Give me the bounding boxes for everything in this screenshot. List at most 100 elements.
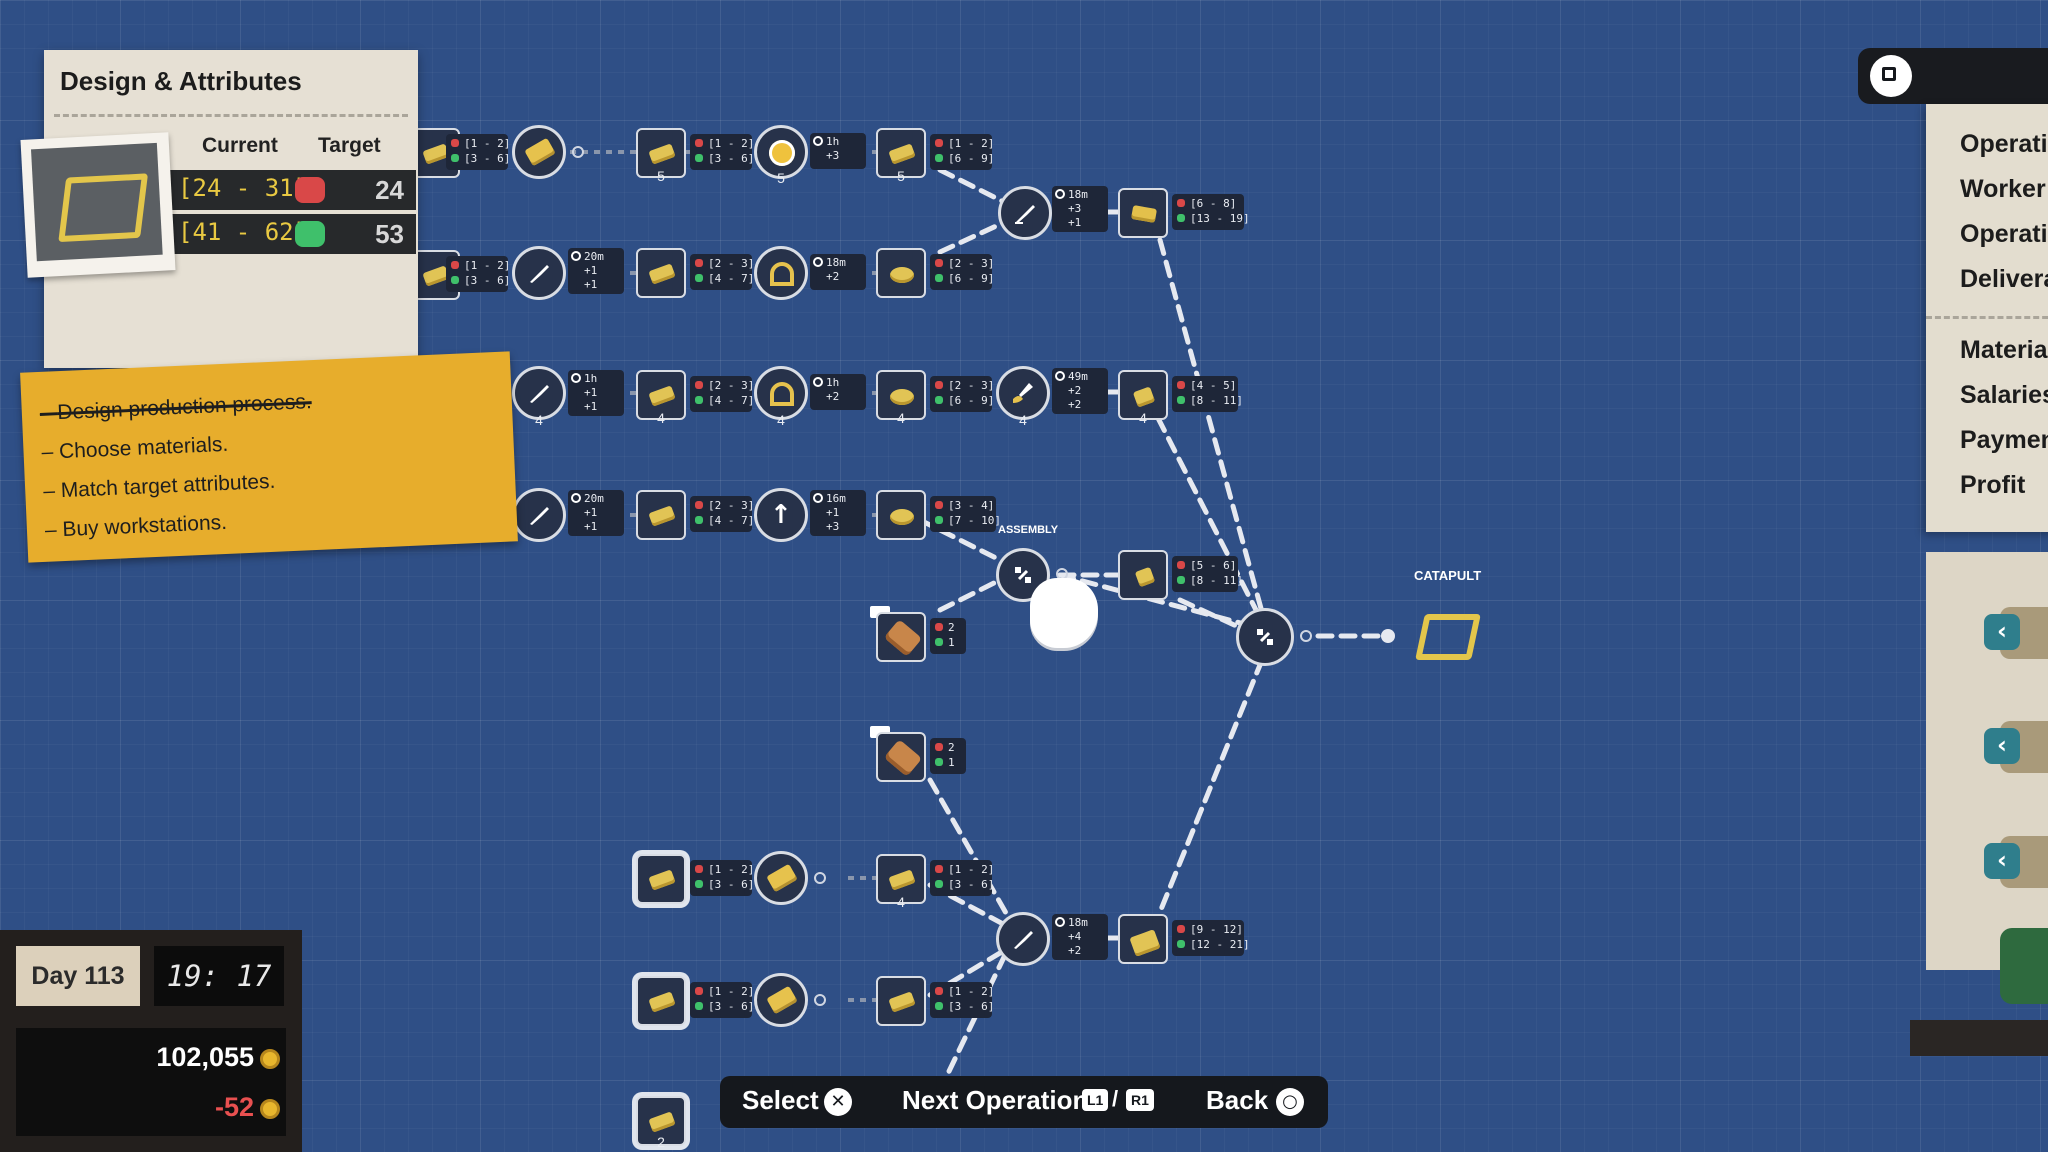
timer-icon	[814, 872, 826, 884]
operation-timer: 18m+2	[810, 254, 866, 290]
count-label: 5	[777, 170, 785, 186]
attr-stat: [9 - 12][12 - 21]	[1172, 920, 1250, 956]
clock-time: 19: 17	[154, 946, 284, 1006]
carve-icon	[530, 385, 549, 403]
attr-stat: [1 - 2][3 - 6]	[690, 134, 754, 170]
carve-icon	[530, 265, 549, 283]
count-label: 4	[777, 412, 785, 428]
controller-hint-bar: Select ✕ Next Operation L1 / R1 Back ○	[720, 1076, 1328, 1128]
material-node[interactable]	[876, 370, 926, 420]
brush-icon	[1013, 383, 1033, 403]
material-node[interactable]	[876, 128, 926, 178]
attribute-target: 53	[375, 219, 404, 249]
final-assembly-node[interactable]	[1236, 608, 1294, 666]
wood-material-node[interactable]	[876, 612, 926, 662]
operation-node-sand[interactable]	[754, 851, 808, 905]
material-node[interactable]	[636, 1096, 686, 1146]
task-sticky-note: Design production process. Choose materi…	[20, 351, 518, 563]
material-node[interactable]	[876, 248, 926, 298]
count-label: 4	[897, 894, 905, 910]
attr-stat: [1 - 2][3 - 6]	[930, 860, 994, 896]
divider	[1926, 316, 2048, 319]
material-node[interactable]	[636, 128, 686, 178]
arrow-up-icon: ↑	[770, 500, 792, 530]
select-hint: Select	[742, 1085, 819, 1115]
material-node[interactable]	[636, 370, 686, 420]
next-operation-hint: Next Operation	[902, 1085, 1089, 1115]
attr-stat: [5 - 6][8 - 11]	[1172, 556, 1243, 592]
attr-stat: [1 - 2][3 - 6]	[690, 860, 754, 896]
assembly-label: ASSEMBLY	[998, 524, 1059, 536]
delta-value: -52	[214, 1092, 254, 1122]
operation-node-sand[interactable]	[754, 973, 808, 1027]
operation-timer: 1h+3	[810, 133, 866, 169]
material-node[interactable]	[636, 490, 686, 540]
attribute-current: [41 - 62]	[178, 218, 309, 246]
operation-node-carve[interactable]	[512, 366, 566, 420]
attr-stat: [1 - 2][3 - 6]	[930, 982, 994, 1018]
attribute-current: [24 - 31]	[178, 174, 309, 202]
money-value: 102,055	[156, 1042, 254, 1072]
slash-separator: /	[1112, 1086, 1119, 1111]
operation-node-round[interactable]	[754, 125, 808, 179]
confirm-button[interactable]	[2000, 928, 2048, 1004]
chevron-left-icon[interactable]: ‹	[1984, 614, 2020, 650]
chevron-left-icon[interactable]: ‹	[1984, 728, 2020, 764]
operation-node-carve[interactable]	[512, 246, 566, 300]
day-label: Day 113	[16, 946, 140, 1006]
operation-node-bend[interactable]	[754, 366, 808, 420]
summary-item: Operati	[1960, 130, 2048, 158]
stop-button[interactable]	[1870, 55, 1912, 97]
attr-stat: [1 - 2][6 - 9]	[930, 134, 994, 170]
material-node[interactable]	[636, 854, 686, 904]
r1-button[interactable]: R1	[1126, 1089, 1154, 1111]
attr-stat: [2 - 3][6 - 9]	[930, 254, 994, 290]
material-node[interactable]	[1118, 188, 1168, 238]
circle-button-icon[interactable]: ○	[1276, 1088, 1304, 1116]
operation-node-bend[interactable]	[754, 246, 808, 300]
material-node[interactable]	[636, 976, 686, 1026]
wood-material-node[interactable]	[876, 732, 926, 782]
material-node[interactable]	[636, 248, 686, 298]
target-header: Target	[318, 134, 381, 157]
operation-node-carve[interactable]	[998, 186, 1052, 240]
operation-node-carve[interactable]	[996, 912, 1050, 966]
l1-button[interactable]: L1	[1082, 1089, 1109, 1111]
material-node[interactable]	[876, 976, 926, 1026]
operation-node-sand[interactable]	[512, 125, 566, 179]
stop-bar	[1858, 48, 2048, 104]
summary-item: Worker	[1960, 175, 2046, 203]
count-label: 4	[657, 410, 665, 426]
coin-icon	[260, 1099, 280, 1119]
operation-timer: 1h+1+1	[568, 370, 624, 416]
assembly-icon	[1257, 629, 1273, 645]
design-attributes-panel: Design & Attributes Current Target [24 -…	[44, 50, 418, 368]
money-panel: 102,055 -52	[16, 1028, 286, 1136]
status-panel: Day 113 19: 17 102,055 -52	[0, 930, 302, 1152]
summary-item: Delivera	[1960, 265, 2048, 293]
cross-button-icon[interactable]: ✕	[824, 1088, 852, 1116]
attr-stat: [2 - 3][6 - 9]	[930, 376, 994, 412]
operation-timer: 20m+1+1	[568, 490, 624, 536]
operations-summary-panel: Operati Worker Operati Delivera Materia …	[1926, 104, 2048, 532]
material-node[interactable]	[876, 490, 926, 540]
material-node[interactable]	[1118, 370, 1168, 420]
money-balance: 102,055	[156, 1042, 280, 1073]
product-label: CATAPULT	[1414, 568, 1482, 583]
operation-timer: 20m+1+1	[568, 248, 624, 294]
attr-stat: [2 - 3][4 - 7]	[690, 376, 754, 412]
current-header: Current	[202, 134, 278, 157]
attr-stat: [2 - 3][4 - 7]	[690, 254, 754, 290]
operation-node-glue[interactable]	[996, 366, 1050, 420]
material-node[interactable]	[876, 854, 926, 904]
money-delta: -52	[215, 1092, 280, 1123]
timer-icon	[814, 994, 826, 1006]
material-node[interactable]	[1118, 914, 1168, 964]
operation-node-bend[interactable]: ↑	[754, 488, 808, 542]
operation-node-carve[interactable]	[512, 488, 566, 542]
product-photo	[20, 132, 176, 278]
count-label: 4	[897, 410, 905, 426]
operation-timer: 1h+2	[810, 374, 866, 410]
material-node[interactable]	[1118, 550, 1168, 600]
chevron-left-icon[interactable]: ‹	[1984, 843, 2020, 879]
